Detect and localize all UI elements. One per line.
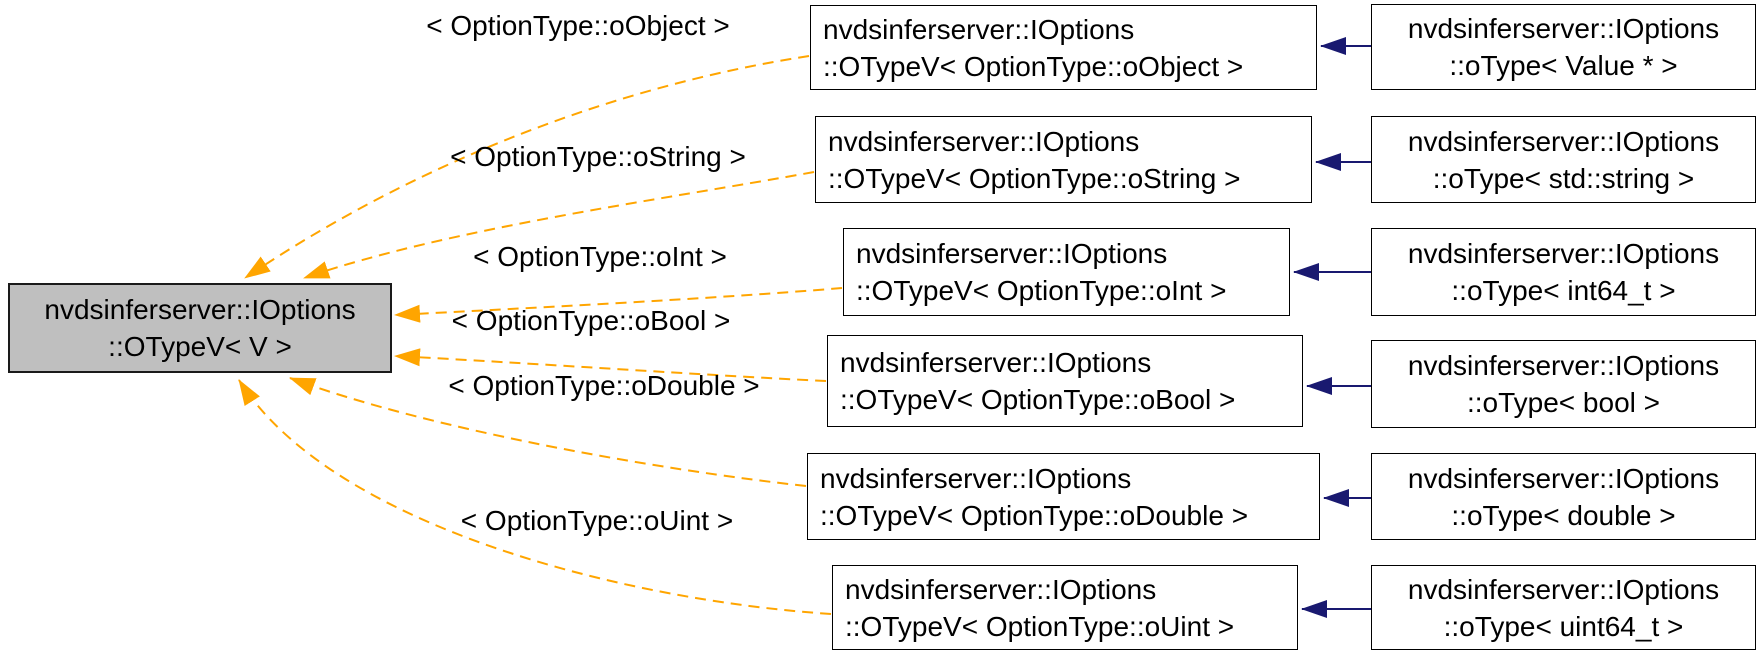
class-name-line: nvdsinferserver::IOptions [1407,573,1720,605]
class-node-otype-std-string[interactable]: nvdsinferserver::IOptions ::oType< std::… [1371,116,1756,203]
class-name-line: ::OTypeV< OptionType::oBool > [840,384,1236,415]
class-node-otype-uint64[interactable]: nvdsinferserver::IOptions ::oType< uint6… [1371,565,1756,650]
class-name-line: ::OTypeV< OptionType::oObject > [823,50,1244,82]
edge-label-obool: < OptionType::oBool > [451,305,731,336]
class-node-otype-int64[interactable]: nvdsinferserver::IOptions ::oType< int64… [1371,228,1756,316]
class-name-line: nvdsinferserver::IOptions [828,125,1140,157]
class-name-line: ::OTypeV< OptionType::oDouble > [820,499,1249,531]
class-name-line: nvdsinferserver::IOptions [1407,350,1720,381]
class-name-line: nvdsinferserver::IOptions [820,462,1132,494]
class-name-line: nvdsinferserver::IOptions [845,573,1157,605]
class-node-otypev-ouint[interactable]: nvdsinferserver::IOptions ::OTypeV< Opti… [832,565,1298,650]
class-node-otypev-obool[interactable]: nvdsinferserver::IOptions ::OTypeV< Opti… [827,335,1303,427]
template-edge-oint [394,287,843,323]
class-node-otypev-oint[interactable]: nvdsinferserver::IOptions ::OTypeV< Opti… [843,228,1290,316]
class-name-line: nvdsinferserver::IOptions [1407,238,1720,269]
class-node-otypev-oobject[interactable]: nvdsinferserver::IOptions ::OTypeV< Opti… [810,5,1317,90]
class-name-line: ::oType< double > [1451,499,1676,531]
class-name-line: nvdsinferserver::IOptions [44,294,356,325]
class-name-line: ::oType< std::string > [1432,162,1695,194]
class-name-line: ::OTypeV< OptionType::oInt > [856,275,1227,306]
class-name-line: ::OTypeV< OptionType::oUint > [845,610,1235,642]
template-edge-oobject [244,55,810,279]
class-name-line: ::oType< uint64_t > [1443,610,1684,642]
class-name-line: ::oType< bool > [1466,387,1661,418]
class-name-line: nvdsinferserver::IOptions [1407,462,1720,494]
template-edge-ostring [303,171,815,279]
template-edge-ouint [238,379,832,615]
class-name-line: nvdsinferserver::IOptions [823,13,1135,45]
edge-label-ouint: < OptionType::oUint > [460,505,734,536]
class-node-otypev-ostring[interactable]: nvdsinferserver::IOptions ::OTypeV< Opti… [815,116,1312,203]
class-name-line: ::oType< int64_t > [1451,275,1676,306]
class-node-otypev-odouble[interactable]: nvdsinferserver::IOptions ::OTypeV< Opti… [807,453,1320,540]
class-node-otype-value-ptr[interactable]: nvdsinferserver::IOptions ::oType< Value… [1371,4,1756,90]
edge-label-oint: < OptionType::oInt > [473,241,727,272]
class-name-line: nvdsinferserver::IOptions [1407,125,1720,157]
edge-label-oobject: < OptionType::oObject > [426,10,730,41]
class-node-otype-double[interactable]: nvdsinferserver::IOptions ::oType< doubl… [1371,453,1756,540]
class-name-line: ::OTypeV< V > [108,331,292,362]
edge-label-ostring: < OptionType::oString > [450,141,746,172]
class-name-line: nvdsinferserver::IOptions [1407,13,1720,44]
class-name-line: ::oType< Value * > [1449,50,1678,81]
class-node-otypev-base: nvdsinferserver::IOptions ::OTypeV< V > [8,283,392,373]
class-name-line: nvdsinferserver::IOptions [840,347,1152,378]
class-name-line: ::OTypeV< OptionType::oString > [828,162,1241,194]
edge-label-odouble: < OptionType::oDouble > [448,370,760,401]
class-name-line: nvdsinferserver::IOptions [856,238,1168,269]
class-node-otype-bool[interactable]: nvdsinferserver::IOptions ::oType< bool … [1371,340,1756,428]
